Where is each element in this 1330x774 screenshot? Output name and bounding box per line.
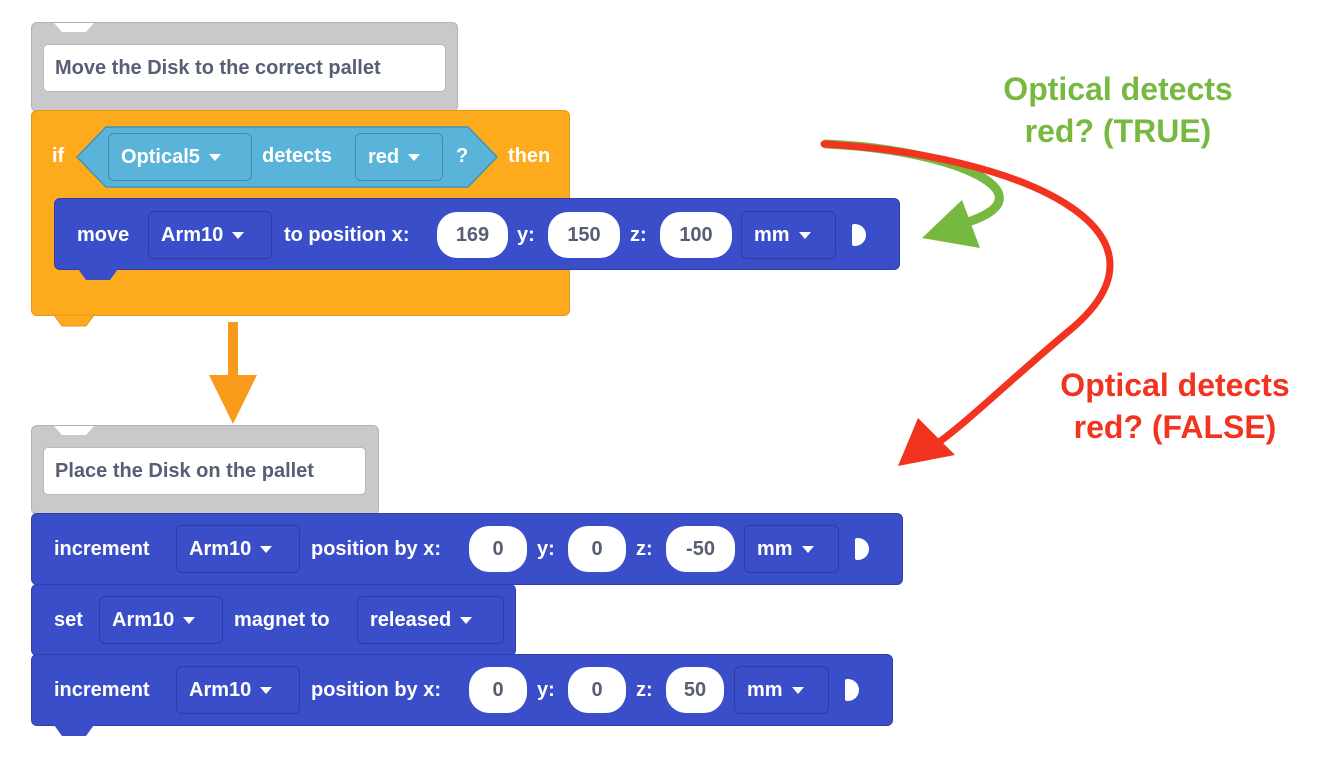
increment-label: increment (54, 679, 150, 701)
chevron-down-icon (801, 545, 814, 553)
magnet-state-value: released (370, 608, 452, 631)
detects-label: detects (262, 145, 333, 167)
chevron-down-icon (460, 616, 473, 624)
move-z-input[interactable]: 100 (660, 212, 732, 258)
if-label: if (52, 145, 65, 167)
false-annotation: Optical detects red? (FALSE) (1020, 364, 1330, 448)
increment-arm-dropdown[interactable]: Arm10 (176, 525, 300, 573)
false-annotation-line1: Optical detects (1060, 367, 1290, 403)
position-by-label: position by x: (311, 679, 441, 701)
increment-arm-dropdown[interactable]: Arm10 (176, 666, 300, 714)
increment-y-label: y: (537, 679, 555, 701)
true-annotation-line1: Optical detects (1003, 71, 1233, 107)
increment-arm-value: Arm10 (189, 537, 252, 560)
color-dropdown[interactable]: red (355, 133, 443, 181)
magnet-state-dropdown[interactable]: released (357, 596, 504, 644)
question-mark: ? (456, 145, 469, 167)
increment-label: increment (54, 538, 150, 560)
false-annotation-line2: red? (FALSE) (1073, 409, 1277, 445)
chevron-down-icon (208, 153, 221, 161)
increment-y-input[interactable]: 0 (568, 526, 626, 572)
true-annotation: Optical detects red? (TRUE) (968, 68, 1268, 152)
increment-arm-value: Arm10 (189, 678, 252, 701)
increment-position-block[interactable] (31, 654, 893, 726)
flow-down-arrow (209, 322, 257, 424)
move-unit-value: mm (754, 223, 790, 246)
increment-unit-dropdown[interactable]: mm (744, 525, 839, 573)
increment-x-input[interactable]: 0 (469, 526, 527, 572)
magnet-arm-value: Arm10 (112, 608, 175, 631)
move-z-label: z: (630, 224, 647, 246)
increment-unit-value: mm (757, 537, 793, 560)
chevron-down-icon (798, 231, 811, 239)
true-annotation-line2: red? (TRUE) (1024, 113, 1212, 149)
chevron-down-icon (408, 153, 421, 161)
move-label: move (77, 224, 130, 246)
sensor-dropdown[interactable]: Optical5 (108, 133, 252, 181)
move-y-label: y: (517, 224, 535, 246)
expand-arrow-icon[interactable] (845, 679, 859, 701)
increment-y-label: y: (537, 538, 555, 560)
color-dropdown-value: red (368, 145, 400, 168)
magnet-to-label: magnet to (234, 609, 330, 631)
true-arrowhead (922, 200, 980, 248)
increment-z-label: z: (636, 679, 653, 701)
increment-unit-dropdown[interactable]: mm (734, 666, 829, 714)
set-label: set (54, 609, 83, 631)
move-y-input[interactable]: 150 (548, 212, 620, 258)
comment-text-place-disk[interactable]: Place the Disk on the pallet (43, 447, 366, 495)
position-by-label: position by x: (311, 538, 441, 560)
expand-arrow-icon[interactable] (855, 538, 869, 560)
increment-z-input[interactable]: -50 (666, 526, 735, 572)
sensor-dropdown-value: Optical5 (121, 145, 200, 168)
move-arm-value: Arm10 (161, 223, 224, 246)
magnet-arm-dropdown[interactable]: Arm10 (99, 596, 223, 644)
increment-z-label: z: (636, 538, 653, 560)
false-branch-arrow (820, 140, 1114, 449)
expand-arrow-icon[interactable] (852, 224, 866, 246)
chevron-down-icon (232, 231, 245, 239)
increment-x-input[interactable]: 0 (469, 667, 527, 713)
move-unit-dropdown[interactable]: mm (741, 211, 836, 259)
chevron-down-icon (260, 686, 273, 694)
increment-unit-value: mm (747, 678, 783, 701)
then-label: then (508, 145, 551, 167)
chevron-down-icon (260, 545, 273, 553)
comment-text-move-disk[interactable]: Move the Disk to the correct pallet (43, 44, 446, 92)
chevron-down-icon (183, 616, 196, 624)
increment-position-block[interactable] (31, 513, 903, 585)
false-arrowhead (898, 418, 955, 466)
move-arm-dropdown[interactable]: Arm10 (148, 211, 272, 259)
to-position-label: to position x: (284, 224, 410, 246)
increment-z-input[interactable]: 50 (666, 667, 724, 713)
increment-y-input[interactable]: 0 (568, 667, 626, 713)
chevron-down-icon (791, 686, 804, 694)
move-x-input[interactable]: 169 (437, 212, 508, 258)
